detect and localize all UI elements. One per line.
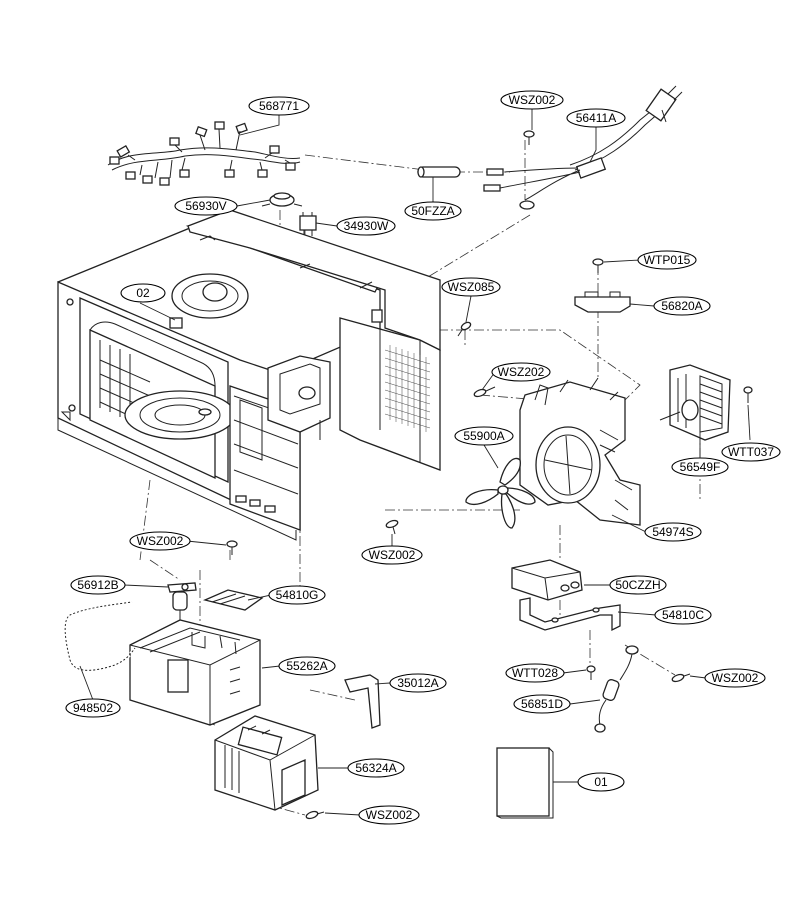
screw-wsz202 <box>473 386 496 398</box>
interlock-switch[interactable] <box>299 212 317 236</box>
svg-text:56411A: 56411A <box>576 111 616 125</box>
svg-text:54810C: 54810C <box>662 608 704 622</box>
svg-text:54974S: 54974S <box>652 525 693 539</box>
part-label-wtt037: WTT037 <box>721 442 781 462</box>
hv-diode[interactable] <box>167 582 197 624</box>
part-label-55900a: 55900A <box>454 426 514 446</box>
svg-text:56930V: 56930V <box>185 199 226 213</box>
screw-wtt037 <box>743 386 753 403</box>
part-label-948502: 948502 <box>65 698 121 718</box>
thermostat[interactable] <box>261 192 303 207</box>
svg-text:WSZ002: WSZ002 <box>712 671 759 685</box>
part-label-56549f: 56549F <box>671 457 729 477</box>
svg-text:56324A: 56324A <box>355 761 396 775</box>
part-label-56411a: 56411A <box>566 108 626 128</box>
part-label-wtt028: WTT028 <box>505 663 565 683</box>
svg-text:50CZZH: 50CZZH <box>615 578 660 592</box>
bracket-35012a[interactable] <box>344 674 381 729</box>
part-label-55262a: 55262A <box>278 656 336 676</box>
svg-text:WTP015: WTP015 <box>644 253 691 267</box>
screw-wsz002-right <box>671 673 691 683</box>
screw-wsz002-bottom <box>305 810 325 820</box>
screw-wsz085 <box>457 321 472 337</box>
fan-duct[interactable] <box>519 377 641 526</box>
svg-text:55900A: 55900A <box>463 429 504 443</box>
part-label-50fzza: 50FZZA <box>404 201 462 221</box>
part-label-56820a: 56820A <box>653 296 711 316</box>
svg-text:02: 02 <box>136 286 150 300</box>
svg-text:WSZ202: WSZ202 <box>498 365 545 379</box>
owners-manual[interactable] <box>496 747 554 819</box>
svg-text:35012A: 35012A <box>397 676 438 690</box>
svg-text:34930W: 34930W <box>344 219 389 233</box>
part-label-56912b: 56912B <box>70 575 126 595</box>
screw-wsz002-mid <box>385 519 399 535</box>
fuse[interactable] <box>417 166 461 178</box>
oven-cavity[interactable] <box>57 209 441 541</box>
part-label-wsz002-top: WSZ002 <box>500 90 564 110</box>
svg-text:56549F: 56549F <box>680 460 721 474</box>
part-label-wsz002-mid: WSZ002 <box>361 545 423 565</box>
leader-lines <box>79 106 751 816</box>
svg-text:948502: 948502 <box>73 701 113 715</box>
part-label-wsz002-left: WSZ002 <box>129 531 191 551</box>
part-label-56851d: 56851D <box>513 694 571 714</box>
hv-capacitor[interactable] <box>511 559 583 601</box>
svg-text:56820A: 56820A <box>661 299 702 313</box>
screw-wtp015 <box>592 258 604 273</box>
part-label-50czzh: 50CZZH <box>609 575 667 595</box>
capacitor-bracket[interactable] <box>519 597 621 632</box>
part-label-54974s: 54974S <box>644 522 702 542</box>
svg-text:WTT028: WTT028 <box>512 666 558 680</box>
fan-blade[interactable] <box>465 457 536 529</box>
part-label-34930w: 34930W <box>336 216 396 236</box>
svg-text:WSZ002: WSZ002 <box>509 93 556 107</box>
wire-harness[interactable] <box>107 121 301 186</box>
svg-text:56912B: 56912B <box>77 578 118 592</box>
screw-wsz002-left <box>226 540 238 555</box>
svg-text:WSZ002: WSZ002 <box>369 548 416 562</box>
svg-text:568771: 568771 <box>259 99 299 113</box>
svg-text:WSZ002: WSZ002 <box>137 534 184 548</box>
part-label-56930v: 56930V <box>174 196 238 216</box>
svg-text:WSZ085: WSZ085 <box>448 280 495 294</box>
magnetron[interactable] <box>214 715 319 811</box>
part-label-wsz002-right: WSZ002 <box>704 668 766 688</box>
svg-text:WSZ002: WSZ002 <box>366 808 413 822</box>
part-label-54810g: 54810G <box>268 585 326 605</box>
vent-grid <box>384 345 431 432</box>
part-label-35012a: 35012A <box>389 673 447 693</box>
part-label-56324a: 56324A <box>347 758 405 778</box>
svg-text:54810G: 54810G <box>276 588 319 602</box>
bracket-56820a[interactable] <box>574 291 631 313</box>
power-cord[interactable] <box>483 85 683 210</box>
insulation-plate[interactable] <box>202 589 264 611</box>
part-label-wsz202: WSZ202 <box>491 362 551 382</box>
part-label-01: 01 <box>577 772 625 792</box>
fuse-holder[interactable] <box>594 645 639 733</box>
part-label-wtp015: WTP015 <box>637 250 697 270</box>
svg-text:56851D: 56851D <box>521 697 563 711</box>
part-label-568771: 568771 <box>248 96 310 116</box>
screw-top <box>523 130 535 145</box>
svg-text:01: 01 <box>594 775 608 789</box>
svg-text:50FZZA: 50FZZA <box>411 204 454 218</box>
hv-transformer[interactable] <box>129 619 261 726</box>
part-label-02: 02 <box>120 283 166 303</box>
screw-wtt028 <box>586 665 596 680</box>
fan-motor[interactable] <box>659 364 731 441</box>
hv-lead-wire[interactable] <box>63 600 137 673</box>
part-label-wsz085: WSZ085 <box>441 277 501 297</box>
part-label-54810c: 54810C <box>654 605 712 625</box>
svg-text:WTT037: WTT037 <box>728 445 774 459</box>
svg-text:55262A: 55262A <box>286 659 327 673</box>
part-label-wsz002-bottom: WSZ002 <box>358 805 420 825</box>
